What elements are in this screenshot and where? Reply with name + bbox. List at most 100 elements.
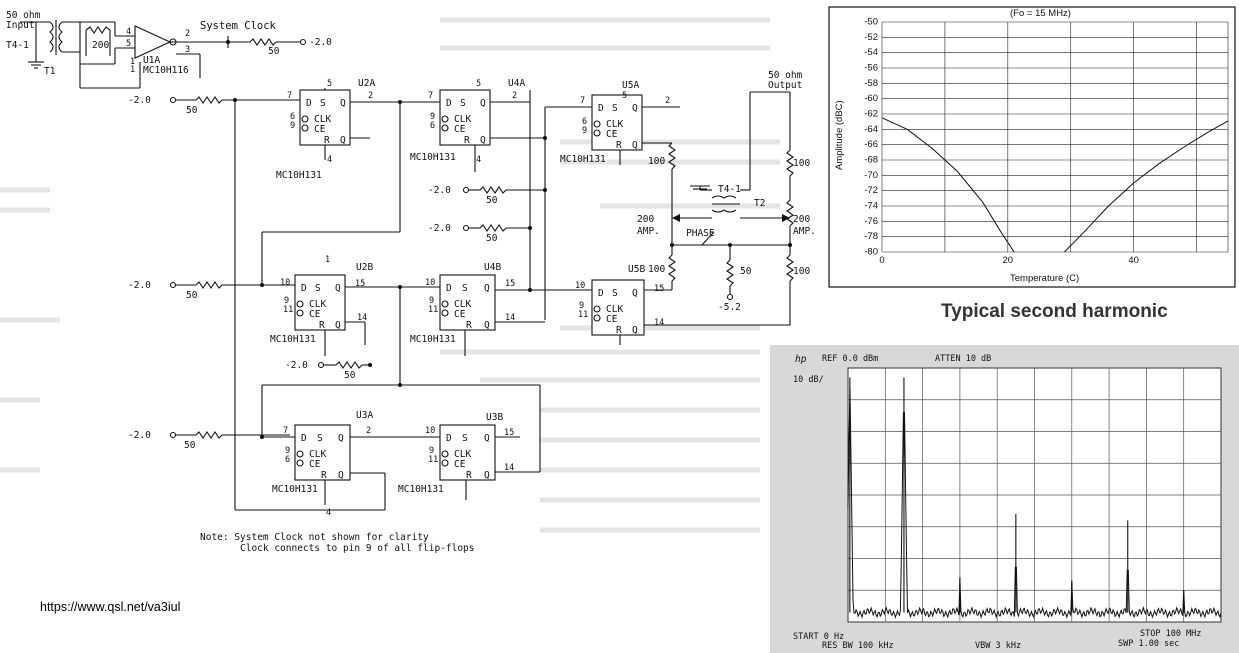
u3b-pin9: 9 [429, 446, 434, 456]
u5a-pin2: 2 [665, 96, 670, 106]
u2b-pin9: 9 [284, 296, 289, 306]
sysclock-wires [170, 36, 300, 78]
bias1-r: 50 [186, 105, 198, 116]
u3a-part: MC10H131 [272, 484, 318, 495]
u4a-clk: CLK [454, 114, 471, 125]
u4b-label: U4B [484, 262, 501, 273]
u4b-qb: Q [484, 320, 490, 331]
u4b-pin9: 9 [429, 296, 434, 306]
t2-label: T2 [754, 198, 765, 209]
u5a-qb: Q [632, 140, 638, 151]
u3a-pin9: 9 [285, 446, 290, 456]
u5b-ce: CE [606, 314, 618, 325]
u4a-ce: CE [454, 124, 466, 135]
spectrum-chart: hp REF 0.0 dBm ATTEN 10 dB 10 dB/ START … [770, 345, 1239, 653]
u3a-pin4: 4 [326, 508, 331, 518]
u3a-ce: CE [309, 459, 321, 470]
middle-bias-resistors [317, 186, 545, 369]
junction-dots [226, 40, 547, 439]
sysclock-term [299, 38, 307, 46]
u3b-pin15: 15 [504, 428, 514, 438]
u2b-r: R [319, 320, 325, 331]
amp-left: AMP. [637, 226, 660, 237]
harmonic-y-tick: -76 [864, 216, 878, 227]
spectrum-trace-line [847, 388, 1222, 619]
harmonic-series-line [881, 117, 1015, 253]
interconnect-wires [235, 88, 621, 511]
u2a-r: R [324, 135, 330, 146]
u5b-pin10: 10 [575, 281, 585, 291]
u4a-pin9: 9 [430, 112, 435, 122]
u4a-pin4: 4 [476, 155, 481, 165]
u4a-qb: Q [480, 135, 486, 146]
sys-clock-v: -2.0 [309, 37, 332, 48]
source-url[interactable]: https://www.qsl.net/va3iul [40, 600, 181, 614]
u3b-pin11: 11 [428, 455, 438, 465]
harmonic-series-line [1064, 120, 1229, 253]
u5b-pin9: 9 [579, 301, 584, 311]
u5a-pin6: 6 [582, 117, 587, 127]
u5a-pin9: 9 [582, 126, 587, 136]
u2b-ce: CE [309, 309, 321, 320]
u3b-d: D [446, 433, 452, 444]
u3b-label: U3B [486, 412, 503, 423]
harmonic-chart-frame [828, 6, 1236, 288]
u3b-clk: CLK [454, 449, 471, 460]
u4b-clk: CLK [454, 299, 471, 310]
u3a-pin7: 7 [283, 426, 288, 436]
transformer-in-label: T4-1 [6, 40, 29, 51]
harmonic-chart-ylabel: Amplitude (dBC) [834, 100, 845, 170]
harmonic-y-tick: -52 [864, 32, 878, 43]
u4a-r: R [464, 135, 470, 146]
input-label-1: 50 ohm [6, 10, 41, 21]
r200-amp-right: 200 [793, 214, 810, 225]
u5b-r: R [616, 325, 622, 336]
u4b-s: S [462, 283, 468, 294]
amp-arrow-left [672, 214, 680, 222]
u4a-part: MC10H131 [410, 152, 456, 163]
u5b-s: S [612, 288, 618, 299]
u3a-r: R [321, 470, 327, 481]
harmonic-y-tick: -68 [864, 155, 878, 166]
u3a-pin2: 2 [366, 426, 371, 436]
spectrum-stop: STOP 100 MHz [1140, 629, 1201, 639]
spectrum-swp: SWP 1.00 sec [1118, 639, 1179, 649]
u1a-pin1b: 1 [130, 65, 135, 75]
u1a-part: MC10H116 [143, 65, 189, 76]
u2a-pin6: 6 [290, 112, 295, 122]
u5b-pin14: 14 [654, 318, 664, 328]
u2a-pin5: 5 [327, 79, 332, 89]
flipflop-u2b [294, 274, 346, 331]
sys-clock-label: System Clock [200, 20, 277, 32]
harmonic-chart-ticks: -50-52-54-56-58-60-62-64-66-68-70-72-74-… [864, 17, 1139, 267]
u2a-ce: CE [314, 124, 326, 135]
harmonic-chart-series [881, 117, 1229, 253]
r200-label: 200 [92, 40, 109, 51]
u4a-pin7: 7 [428, 91, 433, 101]
u2a-label: U2A [358, 78, 375, 89]
flipflop-u3a [294, 424, 351, 481]
harmonic-y-tick: -58 [864, 78, 878, 89]
r100-a: 100 [648, 156, 665, 167]
amp-right: AMP. [793, 226, 816, 237]
r100-b: 100 [793, 158, 810, 169]
flipflop-u4b [439, 274, 496, 331]
u2b-pin12a: 1 [325, 255, 330, 265]
flipflop-u5a [591, 94, 643, 151]
u2a-clk: CLK [314, 114, 331, 125]
u2a-q: Q [340, 98, 346, 109]
u2b-pin10: 10 [280, 278, 290, 288]
u4a-q: Q [480, 98, 486, 109]
u4a-label: U4A [508, 78, 525, 89]
u3b-s: S [462, 433, 468, 444]
u2a-part: MC10H131 [276, 170, 322, 181]
u4b-ce: CE [454, 309, 466, 320]
output-label-1: 50 ohm [768, 70, 803, 81]
r200-amp-left: 200 [637, 214, 654, 225]
harmonic-chart: (Fo = 15 MHz) Temperature (C) Amplitude … [828, 6, 1236, 288]
t2-transformer-label: T4-1 [718, 184, 741, 195]
u3a-q: Q [338, 433, 344, 444]
u1a-pin1a: 1 [130, 57, 135, 67]
u4b-d: D [446, 283, 452, 294]
harmonic-x-tick: 40 [1128, 255, 1139, 266]
